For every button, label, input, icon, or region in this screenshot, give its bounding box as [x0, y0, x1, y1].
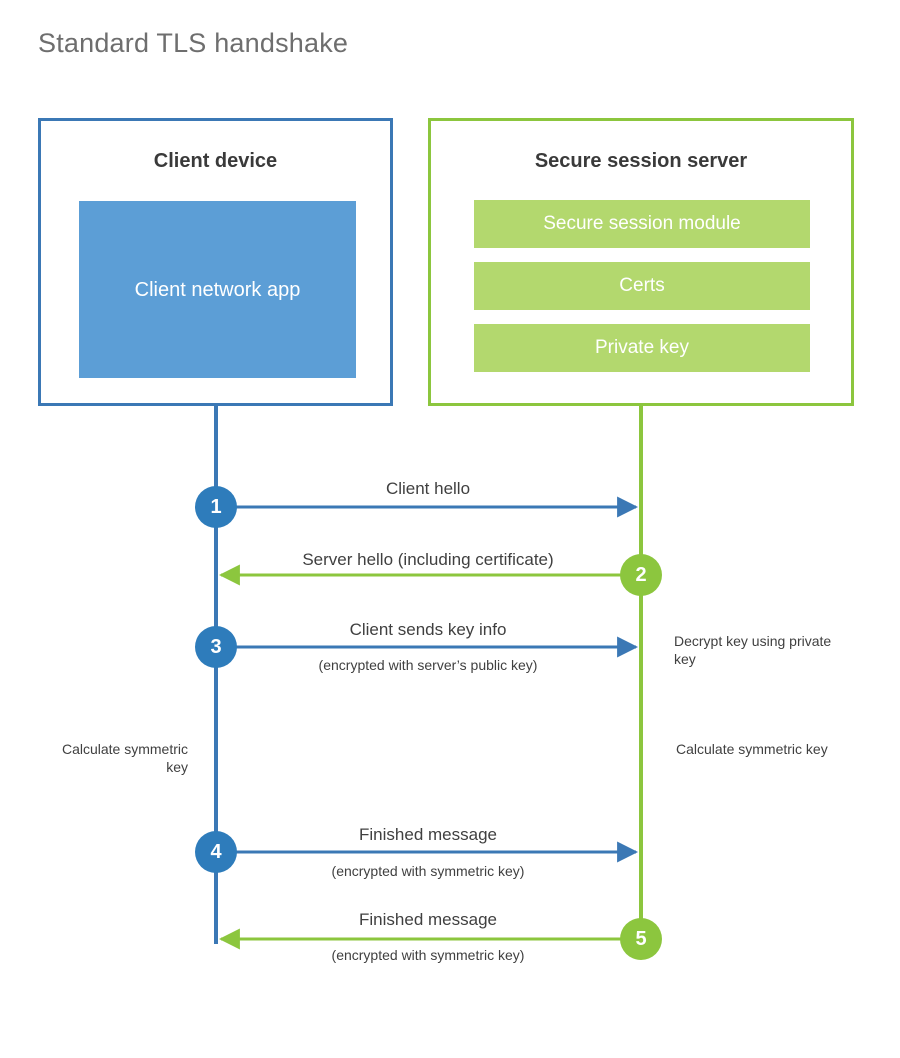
step-circle-2[interactable]: 2	[620, 554, 662, 596]
secure-session-server-title: Secure session server	[534, 150, 748, 172]
client-lifeline	[214, 406, 218, 944]
message-label-step-1: Client hello	[385, 479, 471, 498]
message-label-step-4: Finished message	[359, 825, 497, 844]
page-title: Standard TLS handshake	[38, 28, 349, 58]
step-circle-5[interactable]: 5	[620, 918, 662, 960]
secure-session-server-box: Secure session server Secure session mod…	[428, 118, 854, 406]
server-lifeline	[639, 406, 643, 939]
step-circle-1[interactable]: 1	[195, 486, 237, 528]
server-module-private-key: Private key	[474, 324, 810, 372]
message-label-step-2: Server hello (including certificate)	[302, 550, 554, 569]
client-network-app-block: Client network app	[79, 201, 356, 378]
message-sublabel-step-3: (encrypted with server’s public key)	[318, 657, 538, 673]
step-circle-3[interactable]: 3	[195, 626, 237, 668]
message-sublabel-step-5: (encrypted with symmetric key)	[331, 947, 525, 963]
note-decrypt-key: Decrypt key using private key	[674, 633, 832, 667]
message-label-step-3: Client sends key info	[349, 620, 507, 639]
message-sublabel-step-4: (encrypted with symmetric key)	[331, 863, 525, 879]
note-calculate-symmetric-key-client: Calculate symmetric key	[61, 741, 188, 775]
server-module-list: Secure session module Certs Private key	[474, 200, 810, 372]
message-label-step-5: Finished message	[359, 910, 497, 929]
server-module-certs: Certs	[474, 262, 810, 310]
server-module-secure-session-module: Secure session module	[474, 200, 810, 248]
client-device-title: Client device	[153, 150, 278, 172]
client-device-box: Client device Client network app	[38, 118, 393, 406]
note-calculate-symmetric-key-server: Calculate symmetric key	[676, 741, 828, 757]
step-circle-4[interactable]: 4	[195, 831, 237, 873]
